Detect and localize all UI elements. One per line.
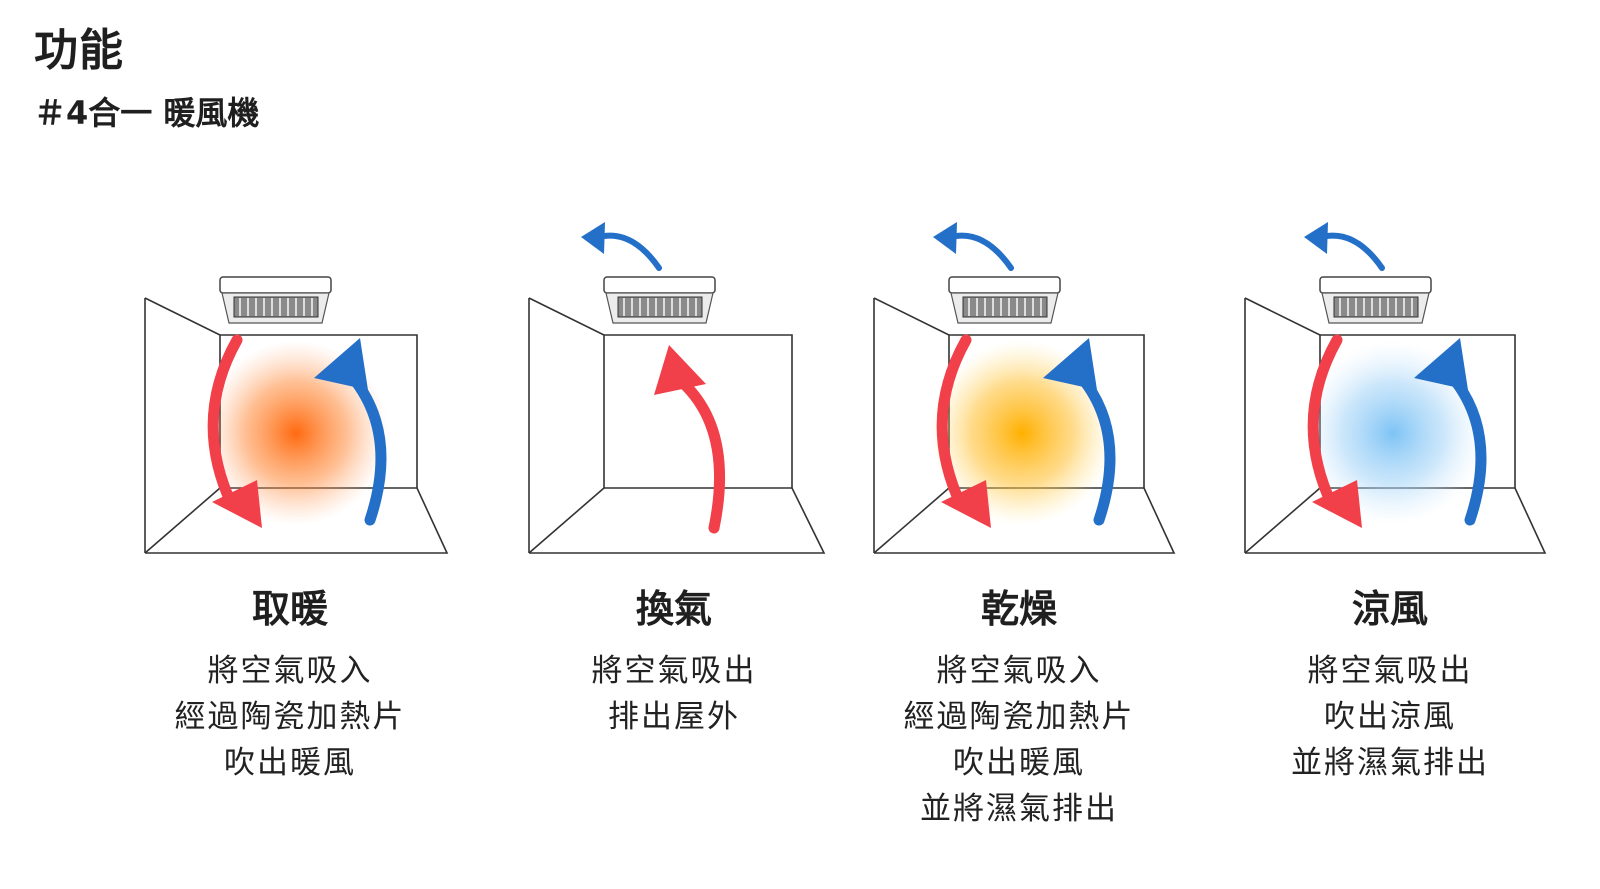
mode-description: 將空氣吸出 吹出涼風 並將濕氣排出 [1200, 648, 1580, 786]
ceiling-fan-unit [219, 276, 332, 324]
description-line: 吹出涼風 [1324, 699, 1456, 735]
room-diagram-heating [144, 276, 449, 554]
room-diagram-drying [873, 222, 1176, 554]
description-line: 將空氣吸出 [1307, 653, 1473, 689]
cool-glow [1301, 341, 1485, 525]
description-line: 並將濕氣排出 [920, 791, 1118, 827]
mode-panel-ventilation: 換氣 將空氣吸出 排出屋外 [484, 0, 864, 889]
mode-panel-heating: 取暖 將空氣吸入 經過陶瓷加熱片 吹出暖風 [100, 0, 480, 889]
product-subtitle: ＃4合一 暖風機 [34, 94, 260, 132]
description-line: 吹出暖風 [953, 745, 1085, 781]
description-line: 將空氣吸出 [591, 653, 757, 689]
ceiling-fan-unit [603, 276, 716, 324]
mode-description: 將空氣吸入 經過陶瓷加熱片 吹出暖風 並將濕氣排出 [829, 648, 1209, 832]
mode-name: 涼風 [1351, 587, 1428, 631]
ceiling-fan-unit [948, 276, 1061, 324]
room-diagram-ventilation [528, 222, 826, 554]
mode-name: 換氣 [635, 587, 712, 631]
ceiling-fan-unit [1319, 276, 1432, 324]
mode-description: 將空氣吸入 經過陶瓷加熱片 吹出暖風 [100, 648, 480, 786]
blue-airflow-arrow [314, 338, 387, 526]
red-airflow-arrow [936, 334, 991, 528]
page-title: 功能 [34, 25, 124, 76]
exhaust-arrow [581, 222, 662, 271]
description-line: 將空氣吸入 [936, 653, 1102, 689]
red-airflow-arrow [1307, 334, 1362, 528]
mode-panel-cooling: 涼風 將空氣吸出 吹出涼風 並將濕氣排出 [1200, 0, 1580, 889]
mode-panel-drying: 乾燥 將空氣吸入 經過陶瓷加熱片 吹出暖風 並將濕氣排出 [829, 0, 1209, 889]
description-line: 經過陶瓷加熱片 [174, 699, 406, 735]
heat-glow [204, 341, 388, 525]
room-diagram-cooling [1244, 222, 1547, 554]
mode-name: 取暖 [251, 587, 328, 631]
red-airflow-arrow [654, 345, 725, 534]
description-line: 將空氣吸入 [207, 653, 373, 689]
description-line: 排出屋外 [608, 699, 740, 735]
room-outline [528, 297, 826, 554]
mode-name: 乾燥 [980, 587, 1057, 631]
exhaust-arrow [1304, 222, 1385, 271]
exhaust-arrow [933, 222, 1014, 271]
heat-glow [930, 341, 1114, 525]
description-line: 吹出暖風 [224, 745, 356, 781]
blue-airflow-arrow [1043, 338, 1116, 526]
mode-description: 將空氣吸出 排出屋外 [484, 648, 864, 740]
description-line: 經過陶瓷加熱片 [903, 699, 1135, 735]
red-airflow-arrow [207, 334, 262, 528]
blue-airflow-arrow [1414, 338, 1487, 526]
description-line: 並將濕氣排出 [1291, 745, 1489, 781]
